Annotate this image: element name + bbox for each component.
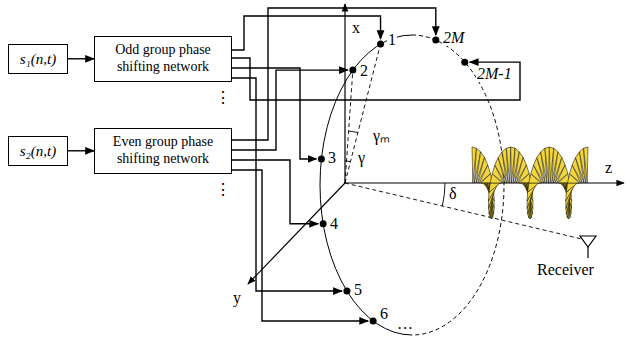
antenna-element <box>432 37 439 44</box>
beam-segment <box>566 183 577 192</box>
signal-box: s₂(n,t) <box>8 136 68 166</box>
signal-arrow <box>68 150 94 151</box>
node-label: Odd group phase shifting network <box>101 42 225 76</box>
angle-label: γ <box>357 150 366 166</box>
guide-line <box>345 183 586 240</box>
axis-line <box>344 4 345 183</box>
antenna-element <box>370 317 377 324</box>
node-label: s₂(n,t) <box>20 142 56 160</box>
element-number: 2M-1 <box>476 66 513 82</box>
ellipsis-mark: … <box>396 316 414 332</box>
axis-label: y <box>232 290 242 306</box>
antenna-element <box>349 67 356 74</box>
guide-lines <box>345 44 586 240</box>
element-number: 5 <box>353 282 363 298</box>
ellipsis-mark: ⋮ <box>214 182 232 198</box>
ellipsis-mark: ⋮ <box>214 90 232 106</box>
element-number: 4 <box>329 216 339 232</box>
process-box: Odd group phase shifting network <box>94 36 232 82</box>
angle-label: δ <box>448 186 458 202</box>
node-label: s₁(n,t) <box>20 50 56 68</box>
receiver-antenna <box>580 236 596 258</box>
antenna-element <box>377 41 384 48</box>
receiver-label: Receiver <box>536 262 595 278</box>
element-number: 3 <box>327 150 337 166</box>
oam-beam <box>472 147 588 219</box>
element-number: 2 <box>359 63 369 79</box>
beam-segment <box>489 183 500 192</box>
antenna-element <box>318 155 325 162</box>
array-circle-front <box>320 35 412 335</box>
beam-segment <box>584 147 588 183</box>
angle-label: γₘ <box>372 128 391 144</box>
beam-segment <box>545 147 549 183</box>
antenna-elements <box>318 37 468 325</box>
feed-wire <box>232 16 381 50</box>
feed-wire <box>232 58 520 100</box>
axes <box>248 4 624 284</box>
beam-segment <box>528 183 539 192</box>
guide-line <box>345 70 353 183</box>
signal-arrow <box>68 58 94 59</box>
feed-wire <box>232 78 342 291</box>
feed-wire <box>232 170 368 321</box>
element-number: 2M <box>442 30 465 46</box>
beam-segment <box>506 147 510 183</box>
antenna-element <box>461 59 468 66</box>
axis-label: z <box>604 160 613 176</box>
antenna-head <box>580 236 596 247</box>
feed-wires <box>232 8 520 321</box>
antenna-element <box>343 288 350 295</box>
angle-arc <box>442 183 445 206</box>
node-label: Even group phase shifting network <box>101 134 225 168</box>
angle-arc <box>345 161 350 163</box>
axis-label: x <box>351 20 361 36</box>
element-number: 6 <box>379 306 389 322</box>
angle-arc <box>349 131 358 132</box>
feed-wire <box>232 68 316 159</box>
guide-line <box>345 44 381 183</box>
process-box: Even group phase shifting network <box>94 128 232 174</box>
feed-wire <box>232 8 436 140</box>
feed-wire <box>232 70 348 150</box>
signal-box: s₁(n,t) <box>8 44 68 74</box>
element-number: 1 <box>387 32 397 48</box>
antenna-element <box>320 220 327 227</box>
